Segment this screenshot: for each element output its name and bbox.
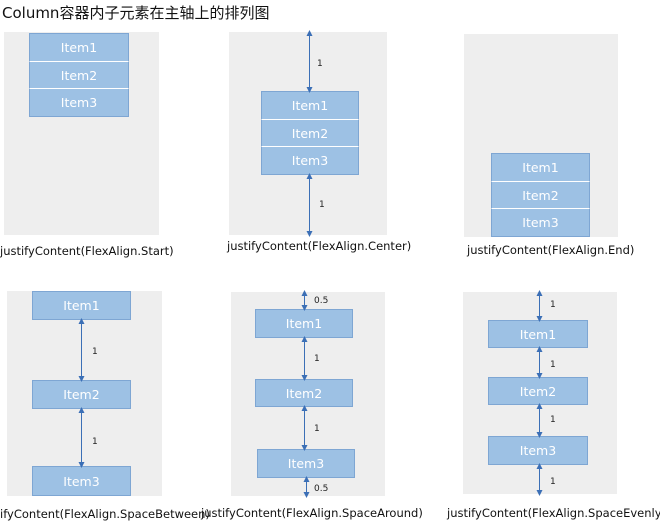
item-3: Item3 bbox=[488, 436, 588, 465]
gap-label: 1 bbox=[319, 200, 325, 210]
caption-space-around: justifyContent(FlexAlign.SpaceAround) bbox=[201, 506, 423, 520]
item-1: Item1 bbox=[491, 153, 590, 182]
caption-center: justifyContent(FlexAlign.Center) bbox=[227, 239, 412, 253]
item-1: Item1 bbox=[488, 320, 588, 348]
gap-label: 1 bbox=[92, 437, 98, 447]
item-3: Item3 bbox=[261, 146, 359, 175]
gap-label: 1 bbox=[550, 415, 556, 425]
item-2: Item2 bbox=[29, 61, 129, 89]
gap-label: 0.5 bbox=[314, 484, 329, 494]
figure-title: Column容器内子元素在主轴上的排列图 bbox=[2, 4, 270, 22]
caption-space-evenly: justifyContent(FlexAlign.SpaceEvenly) bbox=[447, 506, 660, 520]
item-3: Item3 bbox=[32, 466, 131, 496]
item-3: Item3 bbox=[491, 208, 590, 237]
gap-label: 1 bbox=[314, 354, 320, 364]
item-2: Item2 bbox=[488, 377, 588, 405]
item-2: Item2 bbox=[261, 119, 359, 147]
gap-label: 1 bbox=[317, 59, 323, 69]
gap-label: 0.5 bbox=[314, 296, 329, 306]
caption-space-between: ifyContent(FlexAlign.SpaceBetween) bbox=[0, 507, 210, 521]
caption-end: justifyContent(FlexAlign.End) bbox=[467, 243, 635, 257]
gap-label: 1 bbox=[92, 347, 98, 357]
gap-label: 1 bbox=[550, 477, 556, 487]
caption-start: justifyContent(FlexAlign.Start) bbox=[0, 244, 174, 258]
item-3: Item3 bbox=[29, 88, 129, 117]
gap-label: 1 bbox=[550, 300, 556, 310]
gap-label: 1 bbox=[550, 360, 556, 370]
gap-label: 1 bbox=[314, 424, 320, 434]
